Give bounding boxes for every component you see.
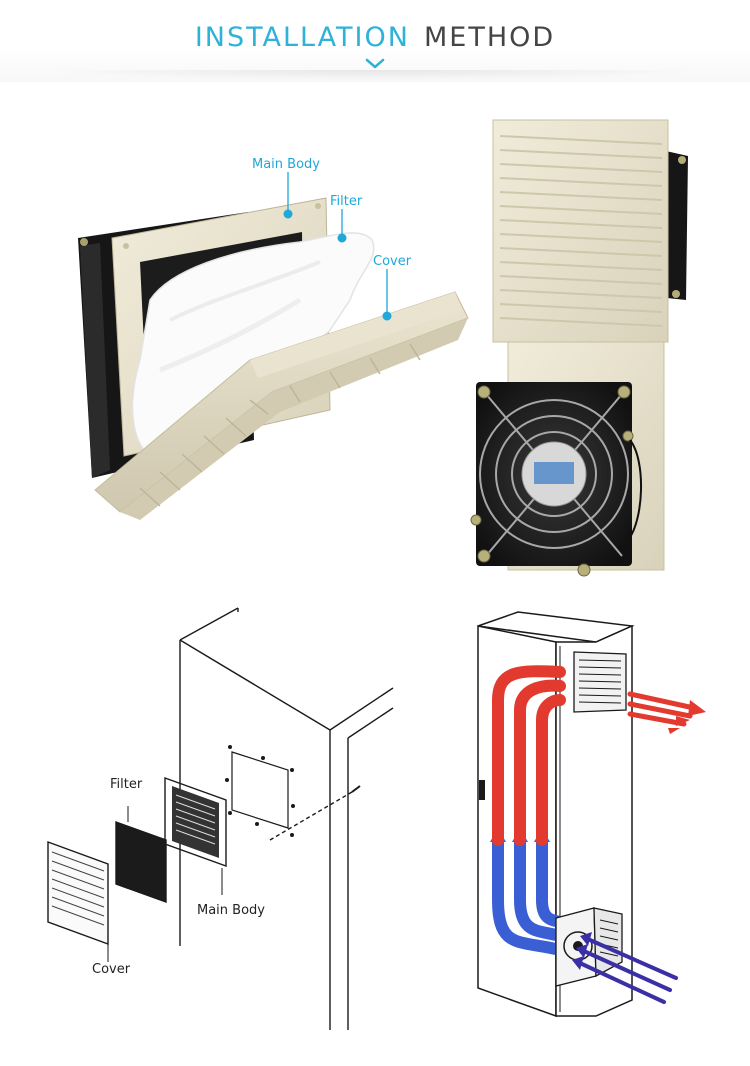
header: INSTALLATION METHOD bbox=[0, 0, 750, 82]
airflow-diagram bbox=[477, 611, 706, 1018]
label-cover: Cover bbox=[373, 254, 412, 269]
header-shadow bbox=[40, 70, 710, 80]
callout-filter bbox=[337, 209, 347, 243]
photo-louver-front bbox=[492, 119, 688, 343]
chevron-down-icon bbox=[365, 58, 385, 69]
photo-filter bbox=[131, 232, 375, 457]
photo-cover bbox=[94, 291, 469, 520]
drawing-label-main-body: Main Body bbox=[197, 903, 265, 918]
drawing-label-filter: Filter bbox=[110, 777, 143, 792]
photo-fan-back bbox=[470, 341, 665, 577]
label-main-body: Main Body bbox=[252, 157, 320, 172]
callout-cover bbox=[382, 269, 392, 321]
page-title: INSTALLATION METHOD bbox=[0, 22, 750, 53]
title-accent: INSTALLATION bbox=[194, 22, 410, 53]
label-filter: Filter bbox=[330, 194, 363, 209]
drawing-label-cover: Cover bbox=[92, 962, 131, 977]
callout-main-body bbox=[283, 172, 293, 219]
drawing-exploded bbox=[47, 607, 394, 1030]
title-rest: METHOD bbox=[423, 22, 556, 53]
